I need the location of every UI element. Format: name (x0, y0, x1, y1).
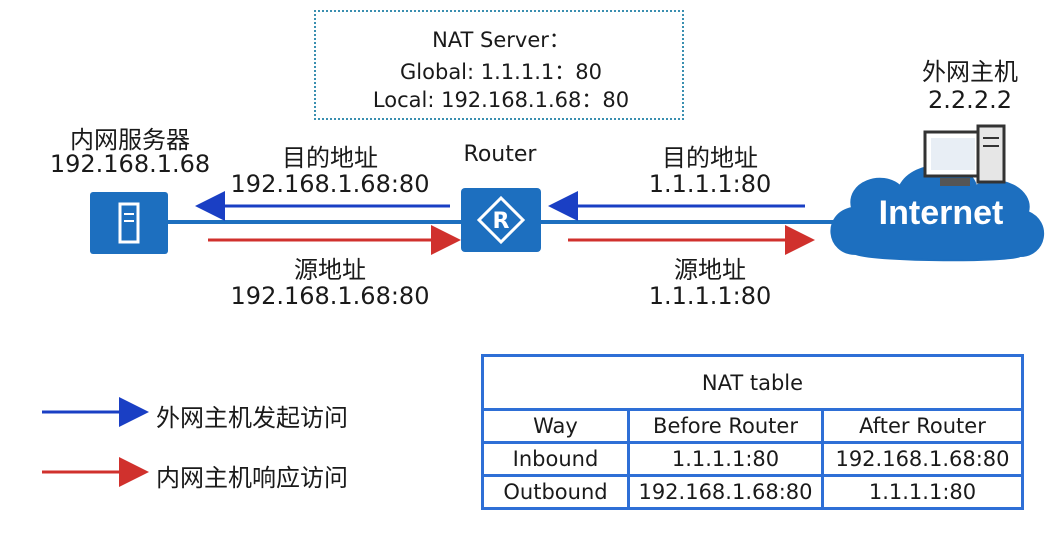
svg-text:R: R (493, 209, 510, 234)
table-cell: Inbound (481, 441, 630, 477)
left-src-addr: 192.168.1.68:80 (230, 282, 430, 310)
external-host-name: 外网主机 (922, 58, 1018, 86)
nat-table-title: NAT table (481, 354, 1024, 411)
left-dest-label: 目的地址 (282, 144, 378, 172)
nat-server-local: Local: 192.168.1.68：80 (372, 88, 630, 112)
right-dest-addr: 1.1.1.1:80 (648, 170, 772, 198)
table-cell: 1.1.1.1:80 (627, 441, 824, 477)
nat-server-box: NAT Server： Global: 1.1.1.1：80 Local: 19… (314, 10, 684, 120)
table-header-row: Way Before Router After Router (481, 408, 1024, 444)
left-dest-addr: 192.168.1.68:80 (230, 170, 430, 198)
external-host-ip: 2.2.2.2 (928, 86, 1012, 114)
legend-outbound-label: 内网主机响应访问 (156, 464, 348, 492)
router-icon: R (461, 188, 541, 252)
external-host-icon (923, 124, 1006, 186)
right-dest-label: 目的地址 (662, 144, 758, 172)
internal-server-name: 内网服务器 (70, 126, 190, 154)
right-src-addr: 1.1.1.1:80 (648, 282, 772, 310)
right-src-label: 源地址 (674, 256, 746, 284)
internet-cloud-icon (830, 164, 1045, 262)
nat-server-global: Global: 1.1.1.1：80 (400, 60, 602, 84)
server-icon (90, 192, 168, 254)
nat-server-title: NAT Server： (432, 28, 570, 52)
internet-label: Internet (878, 194, 1004, 232)
internal-server-ip: 192.168.1.68 (49, 150, 211, 178)
router-label: Router (463, 142, 537, 167)
table-row: Outbound 192.168.1.68:80 1.1.1.1:80 (481, 474, 1024, 510)
table-cell: 192.168.1.68:80 (627, 474, 824, 510)
table-header-cell: After Router (821, 408, 1024, 444)
table-header-cell: Before Router (627, 408, 824, 444)
nat-table: NAT table Way Before Router After Router… (481, 354, 1024, 510)
legend-inbound-label: 外网主机发起访问 (156, 404, 348, 432)
table-cell: 1.1.1.1:80 (821, 474, 1024, 510)
table-header-cell: Way (481, 408, 630, 444)
left-src-label: 源地址 (294, 256, 366, 284)
table-cell: 192.168.1.68:80 (821, 441, 1024, 477)
table-cell: Outbound (481, 474, 630, 510)
table-row: Inbound 1.1.1.1:80 192.168.1.68:80 (481, 441, 1024, 477)
